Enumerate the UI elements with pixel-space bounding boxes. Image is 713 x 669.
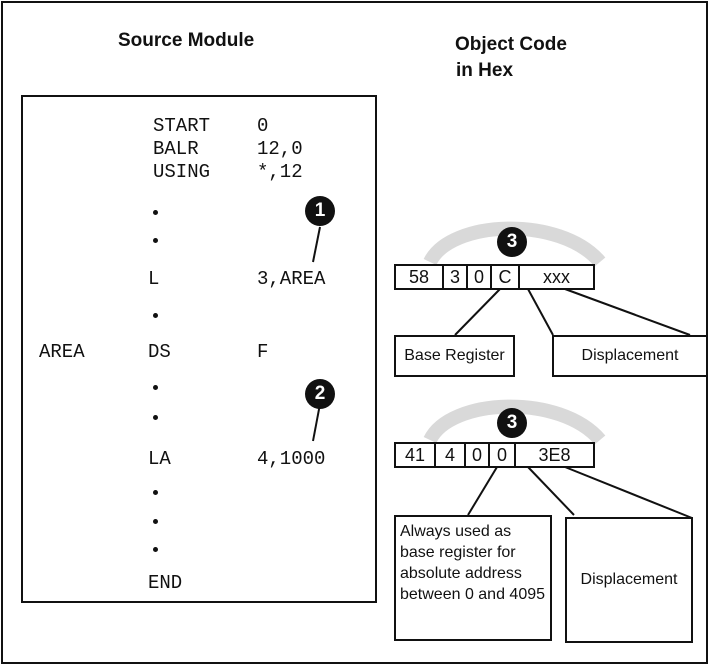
object-code-heading-line2: in Hex <box>456 60 514 81</box>
hex-row-load: 58 3 0 C xxx <box>394 264 595 290</box>
ellipsis-dot <box>153 547 158 552</box>
line-to-displacement-left-2 <box>527 466 575 516</box>
operand-using: *,12 <box>257 161 303 183</box>
line-to-always-used <box>467 466 498 516</box>
callout-3-bottom: 3 <box>497 408 527 438</box>
callout-2: 2 <box>305 379 335 409</box>
operand-start: 0 <box>257 115 269 137</box>
source-module-box <box>21 95 377 603</box>
displacement-box-top: Displacement <box>552 335 708 377</box>
leader-1 <box>312 226 321 263</box>
ellipsis-dot <box>153 490 158 495</box>
hex-cell: 41 <box>404 445 426 465</box>
op-using: USING <box>153 161 211 183</box>
hex-cell: 3 <box>442 266 466 288</box>
ellipsis-dot <box>153 519 158 524</box>
ellipsis-dot <box>153 210 158 215</box>
operand-load: 3,AREA <box>257 268 326 290</box>
hex-cell: 3E8 <box>514 444 593 466</box>
op-end: END <box>148 572 183 594</box>
operand-ds: F <box>257 341 269 363</box>
operand-la: 4,1000 <box>257 448 326 470</box>
hex-cell: 4 <box>434 444 464 466</box>
ellipsis-dot <box>153 415 158 420</box>
always-used-box: Always used as base register for absolut… <box>394 515 552 641</box>
ellipsis-dot <box>153 313 158 318</box>
op-ds: DS <box>148 341 171 363</box>
operand-balr: 12,0 <box>257 138 303 160</box>
op-balr: BALR <box>153 138 199 160</box>
base-register-box: Base Register <box>394 335 515 377</box>
op-start: START <box>153 115 211 137</box>
hex-row-la: 41 4 0 0 3E8 <box>394 442 595 468</box>
hex-cell: 0 <box>466 266 490 288</box>
hex-cell: 0 <box>464 444 488 466</box>
halo-arc-bottom <box>423 399 606 445</box>
hex-cell: C <box>490 266 518 288</box>
line-to-displacement-right-2 <box>564 466 693 519</box>
hex-cell: 0 <box>488 444 514 466</box>
source-module-heading: Source Module <box>118 30 255 51</box>
line-to-base-register <box>454 288 501 336</box>
line-to-displacement-right <box>564 288 691 336</box>
callout-3-top: 3 <box>497 227 527 257</box>
label-area: AREA <box>39 341 85 363</box>
op-load: L <box>148 268 160 290</box>
displacement-box-bottom: Displacement <box>565 517 693 643</box>
op-la: LA <box>148 448 171 470</box>
object-code-heading: Object Code <box>455 34 567 55</box>
line-to-displacement-left <box>527 288 554 336</box>
ellipsis-dot <box>153 385 158 390</box>
ellipsis-dot <box>153 238 158 243</box>
hex-cell: 58 <box>408 267 430 287</box>
hex-cell: xxx <box>518 266 593 288</box>
leader-2 <box>312 403 321 442</box>
callout-1: 1 <box>305 196 335 226</box>
